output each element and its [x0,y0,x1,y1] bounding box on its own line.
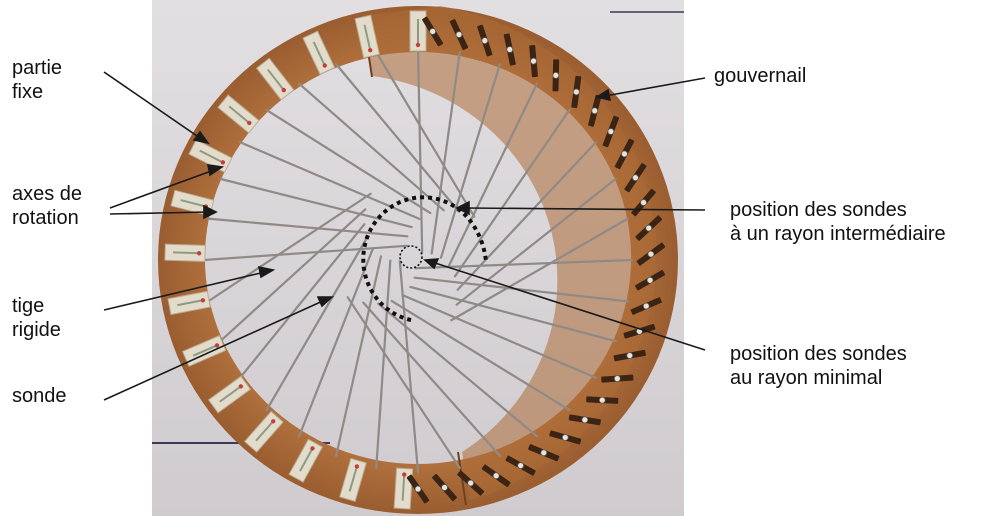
label-gouvernail: gouvernail [714,64,806,88]
label-position-minimal: position des sondes au rayon minimal [730,342,907,390]
label-partie-fixe: partie fixe [12,56,62,104]
rudder-slot [552,59,559,91]
probe-mount [394,468,412,509]
label-sonde: sonde [12,384,67,408]
probe-mount [165,244,205,261]
label-position-intermediaire: position des sondes à un rayon intermédi… [730,198,946,246]
label-axes-rotation: axes de rotation [12,182,82,230]
label-tige-rigide: tige rigide [12,294,61,342]
probe-mount [410,11,426,51]
